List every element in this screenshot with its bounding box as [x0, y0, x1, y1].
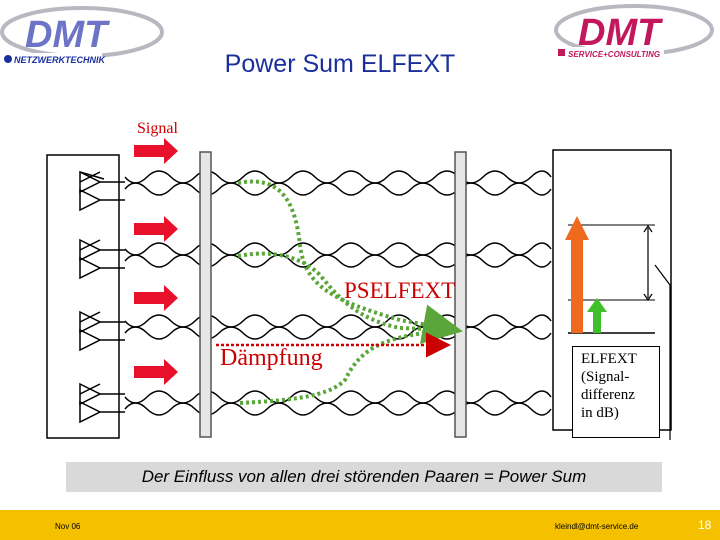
footer-bar — [0, 510, 720, 540]
logo-sub: SERVICE+CONSULTING — [568, 50, 660, 59]
patch-panels — [199, 151, 467, 438]
pselfext-label: PSELFEXT — [344, 278, 456, 303]
logo-sub: NETZWERKTECHNIK — [14, 55, 106, 65]
logo-dmt-service-consulting: DMT SERVICE+CONSULTING — [548, 3, 718, 63]
elfext-note: ELFEXT (Signal- differenz in dB) — [572, 346, 660, 438]
caption-bar: Der Einfluss von allen drei störenden Pa… — [66, 462, 662, 492]
elfext-line: differenz — [581, 387, 635, 403]
page-number: 18 — [698, 518, 712, 532]
signal-arrows — [134, 138, 178, 385]
twisted-pairs — [124, 170, 552, 416]
footer-date: Nov 06 — [55, 522, 81, 531]
elfext-line: in dB) — [581, 405, 619, 421]
footer-email: kleindl@dmt-service.de — [555, 522, 639, 531]
elfext-line: ELFEXT — [581, 351, 637, 367]
slide-title: Power Sum ELFEXT — [224, 50, 456, 78]
logo-mark: DMT — [25, 14, 110, 56]
signal-level-arrow — [565, 216, 589, 333]
signal-label: Signal — [137, 120, 178, 137]
transmitter-box — [46, 154, 125, 439]
coupling-paths — [237, 179, 463, 405]
daempfung-label: Dämpfung — [220, 345, 323, 371]
crosstalk-level-arrow — [587, 298, 607, 333]
elfext-line: (Signal- — [581, 369, 630, 385]
logo-dmt-netzwerktechnik: DMT NETZWERKTECHNIK — [0, 5, 170, 65]
